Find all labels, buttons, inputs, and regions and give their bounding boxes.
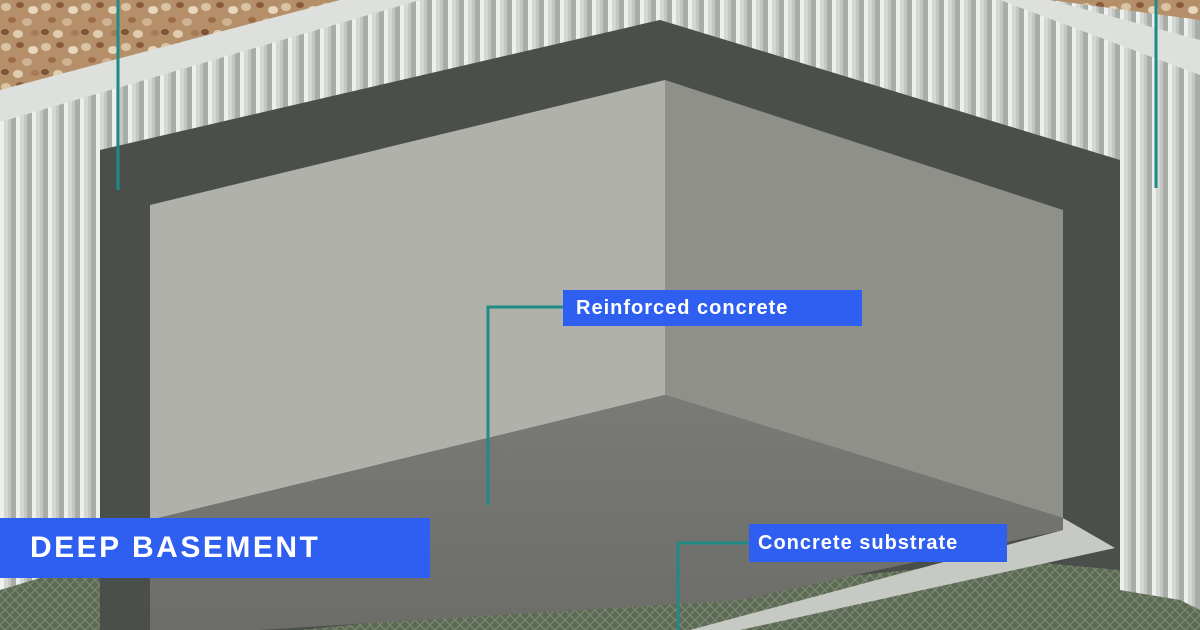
reinforced-concrete-label: Reinforced concrete: [563, 290, 862, 326]
inner-wall-right: [665, 80, 1063, 518]
membrane-top-rim-left: [0, 0, 420, 122]
concrete-substrate-label: Concrete substrate: [749, 524, 1007, 562]
leader-line-substrate: [676, 541, 749, 630]
outer-membrane-right: [660, 0, 1200, 610]
inner-wall-left: [150, 80, 665, 520]
leader-line-reinforced: [486, 305, 563, 505]
floor-edge: [690, 518, 1115, 630]
membrane-top-rim-right: [1000, 0, 1200, 75]
title-banner: DEEP BASEMENT: [0, 518, 430, 578]
